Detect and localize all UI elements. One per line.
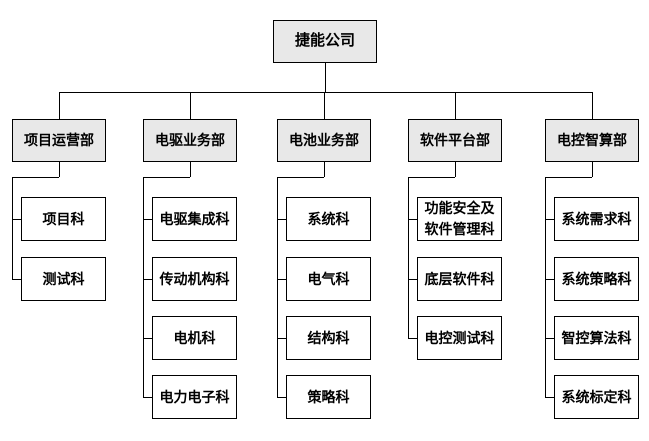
connector-dept-drop bbox=[59, 92, 60, 119]
section-box: 底层软件科 bbox=[417, 257, 502, 301]
department-box: 电驱业务部 bbox=[143, 119, 237, 162]
connector-child-stub bbox=[277, 397, 286, 398]
connector-main-horizontal bbox=[59, 92, 592, 93]
department-box: 电控智算部 bbox=[545, 119, 639, 162]
section-box: 结构科 bbox=[286, 316, 371, 360]
section-box: 系统需求科 bbox=[554, 197, 639, 241]
connector-dept-stub bbox=[455, 162, 456, 177]
connector-trunk bbox=[277, 177, 278, 397]
section-box: 电控测试科 bbox=[417, 316, 502, 360]
connector-dept-drop bbox=[455, 92, 456, 119]
section-box: 系统策略科 bbox=[554, 257, 639, 301]
section-box: 电气科 bbox=[286, 257, 371, 301]
connector-child-stub bbox=[277, 338, 286, 339]
connector-elbow bbox=[408, 177, 455, 178]
connector-root-stub bbox=[325, 63, 326, 92]
section-box: 电力电子科 bbox=[152, 375, 237, 419]
connector-child-stub bbox=[545, 338, 554, 339]
section-box: 电机科 bbox=[152, 316, 237, 360]
connector-dept-stub bbox=[592, 162, 593, 177]
connector-child-stub bbox=[143, 397, 152, 398]
connector-child-stub bbox=[408, 219, 417, 220]
connector-elbow bbox=[12, 177, 59, 178]
connector-elbow bbox=[143, 177, 190, 178]
section-box: 电驱集成科 bbox=[152, 197, 237, 241]
section-box: 传动机构科 bbox=[152, 257, 237, 301]
section-box: 系统科 bbox=[286, 197, 371, 241]
connector-dept-stub bbox=[324, 162, 325, 177]
company-root-box: 捷能公司 bbox=[273, 20, 377, 63]
connector-child-stub bbox=[143, 219, 152, 220]
connector-child-stub bbox=[277, 219, 286, 220]
connector-elbow bbox=[545, 177, 592, 178]
connector-dept-stub bbox=[190, 162, 191, 177]
connector-child-stub bbox=[545, 219, 554, 220]
department-box: 电池业务部 bbox=[277, 119, 371, 162]
connector-child-stub bbox=[408, 338, 417, 339]
connector-dept-drop bbox=[324, 92, 325, 119]
section-box: 测试科 bbox=[21, 257, 106, 301]
connector-trunk bbox=[12, 177, 13, 279]
department-box: 软件平台部 bbox=[408, 119, 502, 162]
connector-child-stub bbox=[143, 338, 152, 339]
connector-child-stub bbox=[545, 279, 554, 280]
connector-child-stub bbox=[277, 279, 286, 280]
section-box: 功能安全及软件管理科 bbox=[417, 197, 502, 241]
connector-child-stub bbox=[408, 279, 417, 280]
connector-elbow bbox=[277, 177, 324, 178]
connector-child-stub bbox=[12, 279, 21, 280]
connector-trunk bbox=[408, 177, 409, 338]
section-box: 策略科 bbox=[286, 375, 371, 419]
section-box: 智控算法科 bbox=[554, 316, 639, 360]
connector-child-stub bbox=[143, 279, 152, 280]
department-box: 项目运营部 bbox=[12, 119, 106, 162]
section-box: 系统标定科 bbox=[554, 375, 639, 419]
connector-trunk bbox=[545, 177, 546, 397]
connector-trunk bbox=[143, 177, 144, 397]
connector-child-stub bbox=[12, 219, 21, 220]
connector-dept-drop bbox=[190, 92, 191, 119]
section-box: 项目科 bbox=[21, 197, 106, 241]
connector-dept-drop bbox=[592, 92, 593, 119]
connector-dept-stub bbox=[59, 162, 60, 177]
connector-child-stub bbox=[545, 397, 554, 398]
